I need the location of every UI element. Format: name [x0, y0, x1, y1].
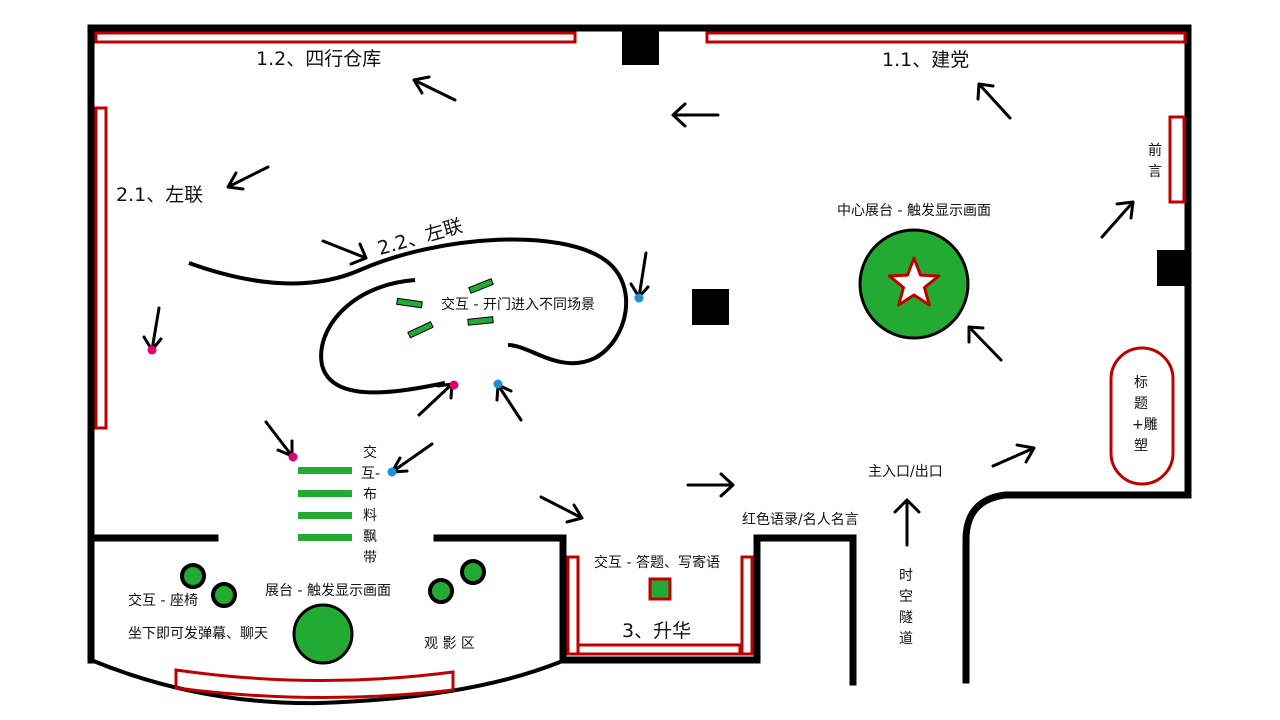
panel-top-right: [705, 31, 1187, 44]
stage-display-label: 展台 - 触发显示画面: [265, 583, 391, 599]
zone-3-label: 3、升华: [622, 620, 692, 642]
interaction-dots: [147, 293, 644, 477]
interaction-dot: [387, 467, 397, 477]
arrow-icon: [991, 443, 1036, 468]
door-bar: [396, 297, 423, 309]
room3-wall: [559, 534, 761, 664]
arrow-icon: [629, 251, 650, 299]
seat-interaction-label: 交互 - 座椅: [128, 593, 198, 609]
arrow-icon: [976, 82, 1012, 120]
arrow-icon: [321, 239, 368, 266]
red-quotes-label: 红色语录/名人名言: [742, 512, 859, 528]
flow-arrows: [142, 75, 1135, 547]
seats: [180, 559, 486, 665]
arrow-icon: [226, 165, 270, 191]
panel-preface: [1168, 115, 1186, 204]
interaction-dot: [288, 452, 298, 462]
zone-2-2-curve: [188, 237, 629, 366]
interaction-dot: [493, 379, 503, 389]
pillar-center: [692, 289, 729, 325]
quiz-interaction-label: 交互 - 答题、写寄语: [594, 555, 720, 571]
outer-wall: [87, 24, 1192, 664]
main-entrance-label: 主入口/出口: [868, 464, 943, 480]
panel-title-sculpture: [1109, 346, 1175, 486]
ribbon-bar: [298, 467, 352, 474]
door-bar: [407, 321, 434, 339]
viewing-stage: [292, 603, 354, 665]
arrow-icon: [893, 498, 921, 547]
display-panels: [94, 31, 1187, 700]
seat: [211, 582, 237, 608]
walls: [87, 24, 1192, 686]
arrow-icon: [671, 102, 720, 128]
viewing-area-label: 观 影 区: [424, 636, 475, 652]
seat: [180, 563, 206, 589]
time-tunnel-label: 时空隧道: [899, 568, 913, 647]
cinema-curved-wall: [90, 658, 561, 706]
arrow-icon: [1100, 200, 1135, 239]
ribbon-interaction-label: 交互-布料飘带: [361, 445, 381, 566]
ribbon-bar: [298, 534, 352, 541]
quiz-box: [648, 577, 672, 601]
arrow-icon: [967, 325, 1003, 362]
star-icon: [887, 256, 941, 307]
zone-2-1-label: 2.1、左联: [116, 184, 204, 206]
panel-room3-bottom: [576, 643, 742, 656]
ribbon-bar: [298, 490, 352, 497]
zone-2-2-inner-curve: [319, 278, 446, 395]
arrow-icon: [495, 383, 523, 422]
center-stand-label: 中心展台 - 触发显示画面: [837, 203, 991, 219]
ribbon-bar: [298, 512, 352, 519]
arrow-icon: [539, 495, 584, 524]
panel-cinema-screen: [174, 668, 455, 700]
pillar-right: [1157, 250, 1189, 286]
panel-room3-right: [740, 555, 754, 656]
door-bar: [468, 278, 494, 294]
door-bar: [467, 316, 494, 326]
arrow-icon: [142, 306, 163, 352]
seat: [460, 559, 486, 585]
door-interaction-label: 交互 - 开门进入不同场景: [441, 297, 595, 313]
arrow-icon: [390, 442, 434, 474]
right-wall: [962, 24, 1192, 684]
pillar-top: [622, 30, 659, 65]
door-bars: [396, 278, 494, 339]
seat: [428, 578, 454, 604]
sit-chat-label: 坐下即可发弹幕、聊天: [128, 626, 268, 642]
arrow-icon: [264, 420, 294, 458]
arrow-icon: [686, 472, 735, 498]
panel-left: [94, 106, 108, 430]
zone-1-1-label: 1.1、建党: [882, 49, 970, 71]
panel-top-left: [94, 31, 577, 44]
ribbon-bars: [298, 467, 352, 541]
interaction-dot: [449, 380, 459, 390]
interaction-dot: [147, 345, 157, 355]
interaction-dot: [634, 293, 644, 303]
title-sculpture-label: 标题+雕塑: [1132, 375, 1158, 454]
zone-1-2-label: 1.2、四行仓库: [256, 48, 382, 70]
arrow-icon: [412, 75, 457, 102]
preface-label: 前言: [1148, 143, 1162, 180]
tunnel-left-wall: [753, 534, 857, 686]
panel-room3-left: [566, 555, 580, 656]
